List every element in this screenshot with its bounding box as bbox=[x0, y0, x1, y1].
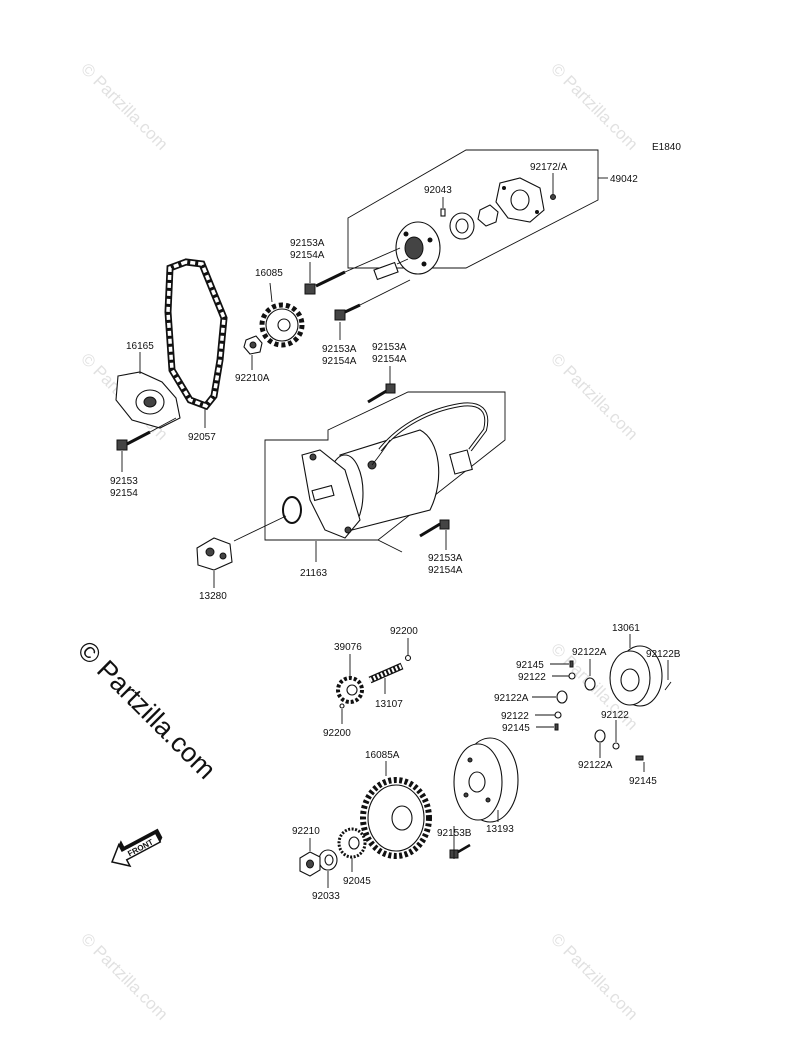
roller-92122A-a bbox=[584, 677, 596, 691]
label-92122A-a: 92122A bbox=[572, 647, 607, 658]
flange-13061: 13061 bbox=[609, 623, 663, 707]
spring-92145-a bbox=[569, 660, 574, 668]
label-92153A-b: 92153A bbox=[322, 344, 357, 355]
spring-92145-c bbox=[635, 755, 644, 761]
bolt-92153A-motor-top: 92153A 92154A bbox=[367, 342, 407, 404]
label-92154A-d: 92154A bbox=[428, 565, 463, 576]
label-92153A-c: 92153A bbox=[372, 342, 407, 353]
watermark-main: © Partzilla.com bbox=[72, 635, 222, 785]
clutch-housing bbox=[395, 221, 441, 275]
watermark-top-right: © Partzilla.com bbox=[547, 59, 641, 153]
label-92057: 92057 bbox=[188, 432, 216, 443]
label-92210: 92210 bbox=[292, 826, 320, 837]
nut-92210A: 92210A bbox=[235, 335, 270, 384]
label-92154A-c: 92154A bbox=[372, 354, 407, 365]
label-92145-b: 92145 bbox=[502, 723, 530, 734]
label-13061: 13061 bbox=[612, 623, 640, 634]
label-92033: 92033 bbox=[312, 891, 340, 902]
label-13193: 13193 bbox=[486, 824, 514, 835]
label-92122-a: 92122 bbox=[518, 672, 546, 683]
bolt-92153: 92153 92154 bbox=[110, 417, 177, 499]
diagram-code: E1840 bbox=[652, 142, 681, 153]
label-16165: 16165 bbox=[126, 341, 154, 352]
bracket-13280: 13280 bbox=[196, 537, 233, 602]
label-92043: 92043 bbox=[424, 185, 452, 196]
watermark-bottom-left: © Partzilla.com bbox=[77, 929, 171, 1023]
label-92145-a: 92145 bbox=[516, 660, 544, 671]
idle-gear-group: 92200 39076 13107 92200 bbox=[323, 626, 418, 739]
clutch-hex-nut bbox=[477, 204, 499, 227]
label-92153: 92153 bbox=[110, 476, 138, 487]
label-92122-b: 92122 bbox=[501, 711, 529, 722]
chain-92057: 92057 bbox=[164, 258, 228, 443]
pin-92172A bbox=[550, 194, 556, 200]
label-49042: 49042 bbox=[610, 174, 638, 185]
label-92200-b: 92200 bbox=[323, 728, 351, 739]
label-92154A-b: 92154A bbox=[322, 356, 357, 367]
label-92154A-a: 92154A bbox=[290, 250, 325, 261]
gear-16085A: 16085A bbox=[360, 750, 432, 859]
watermark-mid-right: © Partzilla.com bbox=[547, 349, 641, 443]
label-92045: 92045 bbox=[343, 876, 371, 887]
bolt-92153B: 92153B bbox=[437, 826, 472, 859]
label-92145-c: 92145 bbox=[629, 776, 657, 787]
label-13280: 13280 bbox=[199, 591, 227, 602]
bolt-92153A-motor-bottom: 92153A 92154A bbox=[377, 519, 463, 576]
nut-92210: 92210 bbox=[292, 826, 321, 877]
circlip-92200-a bbox=[404, 654, 412, 662]
label-13107: 13107 bbox=[375, 699, 403, 710]
one-way-clutch-group: 13061 92122B 92145 92122 92122A 92122A 9… bbox=[494, 623, 681, 787]
label-21163: 21163 bbox=[300, 568, 328, 579]
label-92200-a: 92200 bbox=[390, 626, 418, 637]
label-92210A: 92210A bbox=[235, 373, 270, 384]
label-16085: 16085 bbox=[255, 268, 283, 279]
shaft-13107 bbox=[368, 662, 404, 684]
roller-92122A-b bbox=[556, 690, 568, 704]
chain-guide-16165: 16165 bbox=[115, 341, 181, 429]
label-16085A: 16085A bbox=[365, 750, 400, 761]
roller-92122A-c bbox=[594, 729, 606, 743]
washer-92033: 92033 bbox=[312, 849, 340, 902]
label-92172A: 92172/A bbox=[530, 162, 568, 173]
group-bracket-49042 bbox=[347, 149, 599, 269]
rotor-13193: 13193 bbox=[453, 737, 519, 835]
o-ring bbox=[282, 496, 302, 524]
starter-clutch-group: 49042 92172/A 92043 bbox=[290, 149, 638, 367]
motor-bracket bbox=[264, 391, 506, 541]
bolt-92153A-upper bbox=[304, 270, 346, 295]
watermark-bottom-right: © Partzilla.com bbox=[547, 929, 641, 1023]
bearing-92045: 92045 bbox=[337, 827, 371, 887]
label-39076: 39076 bbox=[334, 642, 362, 653]
label-92122A-c: 92122A bbox=[578, 760, 613, 771]
clutch-outer-plate bbox=[495, 177, 545, 223]
clutch-spindle bbox=[373, 258, 409, 281]
label-92153A-a: 92153A bbox=[290, 238, 325, 249]
plunger-92122-c bbox=[612, 742, 620, 750]
label-92153B: 92153B bbox=[437, 828, 472, 839]
pin-92122B bbox=[664, 681, 672, 691]
spring-92145-b bbox=[554, 723, 559, 731]
plunger-92122-a bbox=[568, 672, 576, 680]
label-92154: 92154 bbox=[110, 488, 138, 499]
bolt-92153A-lower bbox=[334, 303, 361, 321]
circlip-92200-b bbox=[339, 703, 345, 709]
starter-motor-21163: 21163 bbox=[264, 391, 506, 579]
sprocket-16085: 16085 bbox=[255, 268, 305, 348]
plunger-92122-b bbox=[554, 711, 562, 719]
label-92122-c: 92122 bbox=[601, 710, 629, 721]
label-92122A-b: 92122A bbox=[494, 693, 529, 704]
clutch-rollers bbox=[449, 212, 475, 240]
watermark-top-left: © Partzilla.com bbox=[77, 59, 171, 153]
label-92122B: 92122B bbox=[646, 649, 681, 660]
spring-92043 bbox=[440, 208, 446, 217]
label-92153A-d: 92153A bbox=[428, 553, 463, 564]
front-arrow-icon: FRONT bbox=[110, 828, 163, 868]
